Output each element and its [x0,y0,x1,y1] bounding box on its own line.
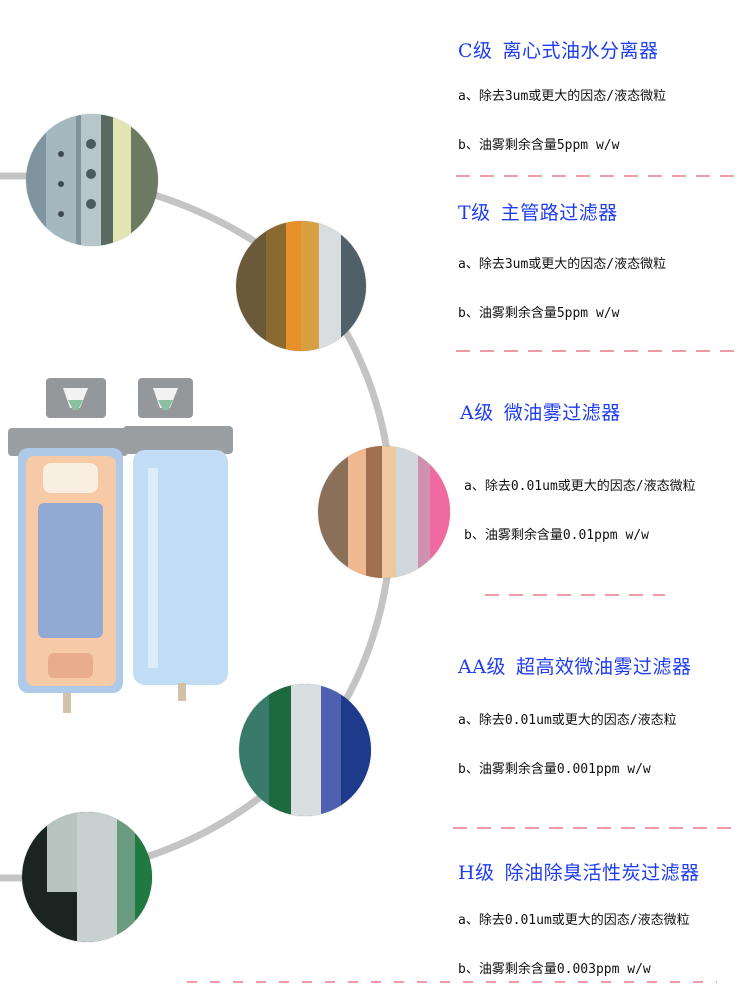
divider [453,827,738,829]
grade-label: C级 [458,40,493,62]
filter-name: 超高效微油雾过滤器 [515,656,692,678]
spec-b: b、油雾剩余含量0.01ppm w/w [464,528,649,543]
filter-name: 除油除臭活性炭过滤器 [504,862,700,884]
spec-b: b、油雾剩余含量5ppm w/w [458,138,620,153]
section-title: T级主管路过滤器 [458,198,748,225]
section-c-grade: C级离心式油水分离器 a、除去3um或更大的因态/液态微粒 b、油雾剩余含量5p… [458,36,748,153]
section-title: AA级超高效微油雾过滤器 [458,652,748,679]
filter-product-image [8,378,233,713]
media-circle-t [236,221,366,351]
grade-label: H级 [458,862,495,884]
spec-a: a、除去3um或更大的因态/液态微粒 [458,89,667,104]
divider [456,350,736,352]
filter-name: 微油雾过滤器 [503,402,621,424]
media-circle-a [318,446,450,578]
spec-b: b、油雾剩余含量5ppm w/w [458,306,620,321]
grade-label: AA级 [458,656,506,678]
grade-label: A级 [460,402,494,424]
section-title: A级微油雾过滤器 [460,398,748,425]
spec-b: b、油雾剩余含量0.003ppm w/w [458,962,651,977]
spec-a: a、除去0.01um或更大的因态/液态微粒 [458,913,690,928]
spec-a: a、除去0.01um或更大的因态/液态微粒 [464,479,696,494]
grade-label: T级 [458,202,491,224]
divider [456,175,736,177]
section-t-grade: T级主管路过滤器 a、除去3um或更大的因态/液态微粒 b、油雾剩余含量5ppm… [458,198,748,321]
spec-a: a、除去3um或更大的因态/液态微粒 [458,257,667,272]
filter-name: 主管路过滤器 [500,202,618,224]
media-circle-c [26,114,158,246]
section-a-grade: A级微油雾过滤器 a、除去0.01um或更大的因态/液态微粒 b、油雾剩余含量0… [460,398,748,543]
section-h-grade: H级除油除臭活性炭过滤器 a、除去0.01um或更大的因态/液态微粒 b、油雾剩… [458,858,748,977]
spec-b: b、油雾剩余含量0.001ppm w/w [458,762,651,777]
section-title: C级离心式油水分离器 [458,36,748,63]
section-title: H级除油除臭活性炭过滤器 [458,858,748,885]
media-circle-aa [239,684,371,816]
spec-a: a、除去0.01um或更大的因态/液态粒 [458,713,677,728]
section-aa-grade: AA级超高效微油雾过滤器 a、除去0.01um或更大的因态/液态粒 b、油雾剩余… [458,652,748,777]
filter-name: 离心式油水分离器 [502,40,659,62]
divider [187,981,717,983]
media-circle-h [22,812,152,942]
divider [485,594,665,596]
